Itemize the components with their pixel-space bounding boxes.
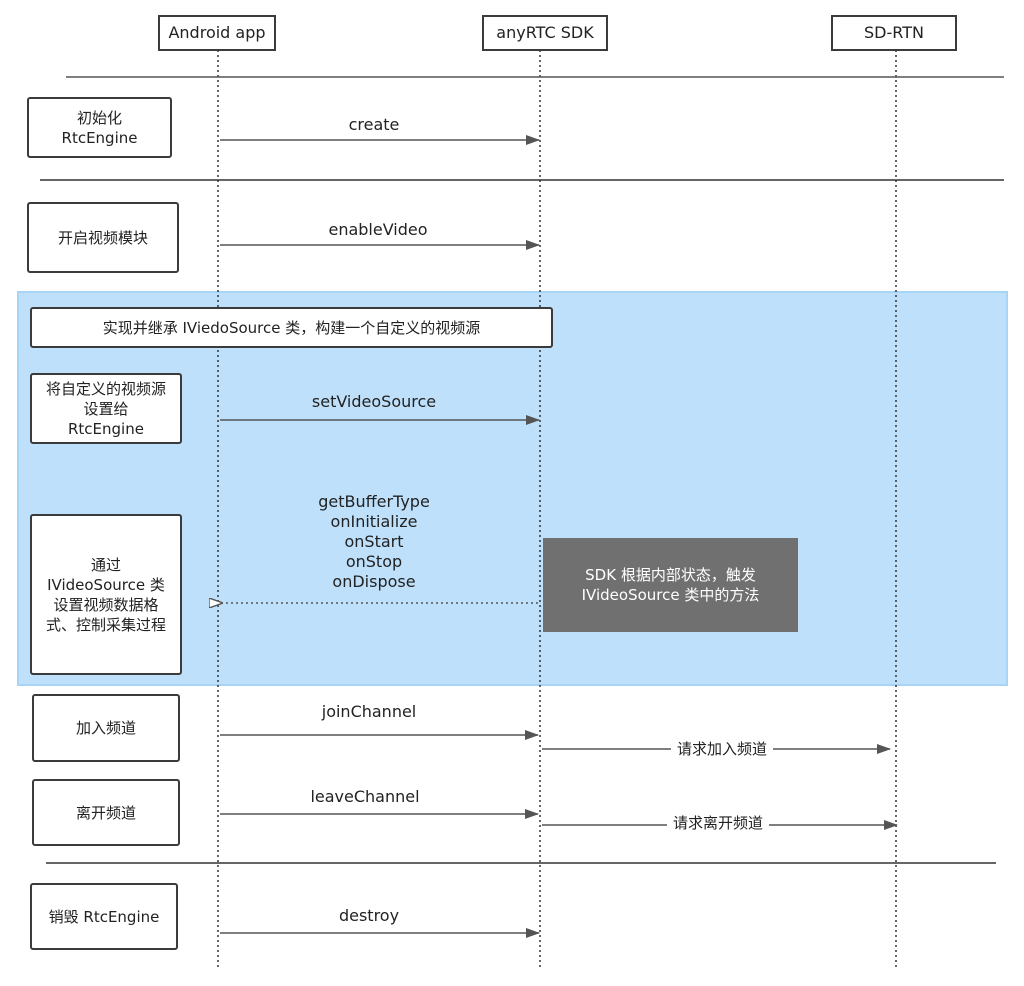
msg-destroy: destroy [338,906,400,925]
step-leave: 离开频道 [32,779,180,846]
msg-set-video-source: setVideoSource [311,392,437,411]
msg-request-leave: 请求离开频道 [666,813,770,833]
msg-create: create [348,115,400,134]
msg-request-join: 请求加入频道 [670,739,774,759]
step-implement-source: 实现并继承 IViedoSource 类，构建一个自定义的视频源 [30,307,553,348]
actor-android-app: Android app [158,15,276,51]
step-join: 加入频道 [32,694,180,762]
step-via-source: 通过 IVideoSource 类 设置视频数据格 式、控制采集过程 [30,514,182,675]
step-set-source: 将自定义的视频源 设置给 RtcEngine [30,373,182,444]
msg-enable-video: enableVideo [328,220,428,239]
msg-callbacks: getBufferType onInitialize onStart onSto… [318,492,430,591]
custom-source-region [17,291,1008,686]
msg-join-channel: joinChannel [321,702,417,721]
step-enable-video: 开启视频模块 [27,202,179,273]
msg-leave-channel: leaveChannel [310,787,420,806]
actor-sd-rtn: SD-RTN [831,15,957,51]
actor-anyrtc-sdk: anyRTC SDK [482,15,608,51]
step-init: 初始化 RtcEngine [27,97,172,158]
step-destroy: 销毁 RtcEngine [30,883,178,950]
sdk-note: SDK 根据内部状态，触发 IVideoSource 类中的方法 [543,538,798,632]
